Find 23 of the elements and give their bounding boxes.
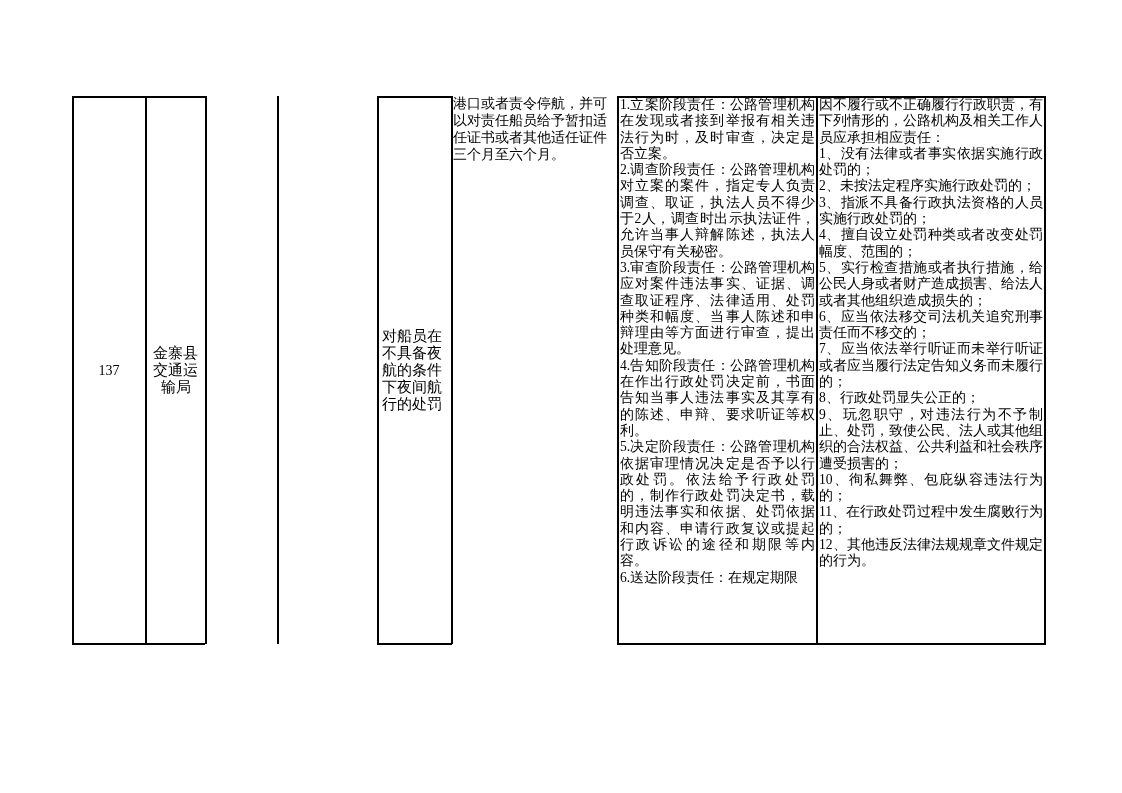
responsibility-paragraph: 5.决定阶段责任：公路管理机构依据审理情况决定是否予以行政处罚。依法给予行政处罚的，制作行政处罚决定书，载明违法事实和依据、处罚依据和内容、申请行政复议或提起行政诉讼的途径和期限等内容。 [620,439,815,570]
liability-paragraph: 8、行政处罚显失公正的； [819,390,981,407]
liability-paragraph: 因不履行或不正确履行行政职责，有下列情形的，公路机构及相关工作人员应承担相应责任： [819,97,1043,146]
row-number: 137 [97,361,121,379]
liability-paragraph: 10、徇私舞弊、包庇纵容违法行为的； [819,471,1043,504]
responsibility-paragraph: 1.立案阶段责任：公路管理机构在发现或者接到举报有相关违法行为时，及时审查，决定是否立案。 [620,97,815,162]
penalty-text: 港口或者责令停航，并可以对责任船员给予暂扣适任证书或者其他适任证件三个月至六个月。 [453,95,608,163]
responsibility-paragraph: 6.送达阶段责任：在规定期限 [620,569,800,586]
department-name: 金寨县交通运输局 [153,344,198,396]
item-name: 对船员在不具备夜航的条件下夜间航行的处罚 [381,327,443,413]
liability-paragraph: 11、在行政处罚过程中发生腐败行为的； [819,504,1043,537]
liability-paragraph: 3、指派不具备行政执法资格的人员实施行政处罚的； [819,194,1043,227]
liability-paragraph: 4、擅自设立处罚种类或者改变处罚幅度、范围的； [819,227,1043,260]
liability-paragraph: 5、实行检查措施或者执行措施，给公民人身或者财产造成损害、给法人或者其他组织造成损失的； [819,259,1043,309]
liability-paragraph: 12、其他违反法律法规规章文件规定的行为。 [819,537,1043,570]
responsibility-paragraph: 3.审查阶段责任：公路管理机构应对案件违法事实、证据、调查取证程序、法律适用、处罚种类和幅度、当事人陈述和申辩理由等方面进行审查，提出处理意见。 [620,259,815,358]
liability-paragraph: 9、玩忽职守，对违法行为不予制止、处罚，致使公民、法人或其他组织的合法权益、公共利益和社会秩序遭受损害的； [819,406,1043,472]
liability-paragraph: 7、应当依法举行听证而未举行听证或者应当履行法定告知义务而未履行的； [819,341,1043,390]
liability-paragraph: 1、没有法律或者事实依据实施行政处罚的； [819,145,1043,178]
responsibility-paragraph: 2.调查阶段责任：公路管理机构对立案的案件，指定专人负责调查、取证，执法人员不得少于2人，调查时出示执法证件，允许当事人辩解陈述，执法人员保守有关秘密。 [620,162,815,260]
responsibility-paragraph: 4.告知阶段责任：公路管理机构在作出行政处罚决定前，书面告知当事人违法事实及其享有的陈述、申辩、要求听证等权利。 [620,357,815,439]
liability-paragraph: 6、应当依法移交司法机关追究刑事责任而不移交的； [819,308,1043,341]
liability-paragraph: 2、未按法定程序实施行政处罚的； [819,178,1037,195]
